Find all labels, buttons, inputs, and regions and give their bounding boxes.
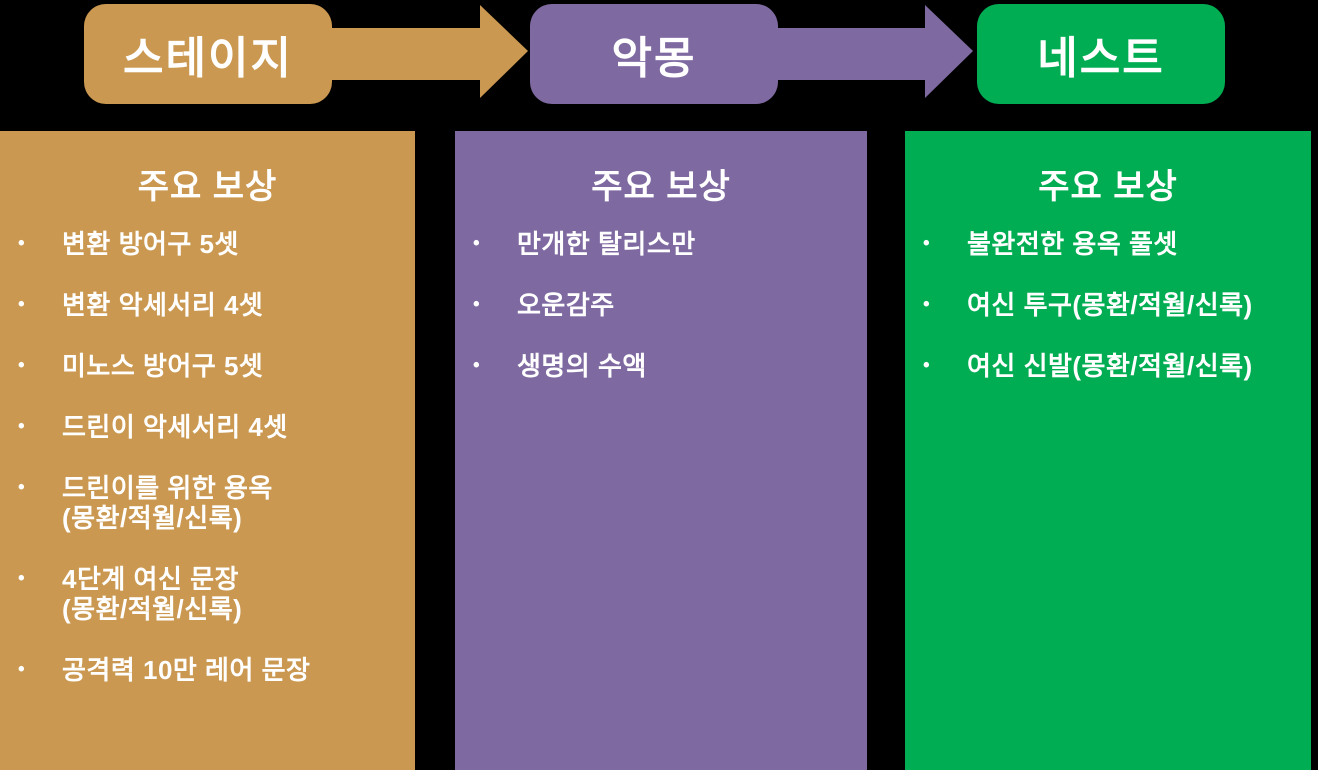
reward-item-text: 드린이 악세서리 4셋 (62, 412, 288, 442)
reward-item: • 공격력 10만 레어 문장 (14, 655, 411, 685)
reward-item: • 여신 신발(몽환/적월/신록) (919, 351, 1307, 381)
reward-item: • 오운감주 (469, 290, 863, 320)
bullet-icon: • (923, 294, 931, 315)
bullet-icon: • (473, 355, 481, 376)
nightmare-header-box: 악몽 (530, 4, 778, 104)
reward-item: • 미노스 방어구 5셋 (14, 351, 411, 381)
reward-item: • 드린이를 위한 용옥 (몽환/적월/신록) (14, 473, 411, 533)
bullet-icon: • (18, 659, 26, 680)
reward-item-text: 미노스 방어구 5셋 (62, 351, 264, 381)
bullet-icon: • (923, 233, 931, 254)
nest-rewards-panel: 주요 보상 • 불완전한 용옥 풀셋 • 여신 투구(몽환/적월/신록) • 여… (905, 131, 1311, 770)
reward-item-text: 변환 악세서리 4셋 (62, 290, 264, 320)
reward-item-text: 불완전한 용옥 풀셋 (967, 229, 1178, 259)
nest-rewards-title: 주요 보상 (1038, 168, 1178, 206)
reward-item-text: 공격력 10만 레어 문장 (62, 655, 311, 685)
nest-header-label: 네스트 (1037, 34, 1165, 83)
reward-item-text: 여신 신발(몽환/적월/신록) (967, 351, 1253, 381)
bullet-icon: • (18, 294, 26, 315)
reward-item-text: 생명의 수액 (517, 351, 647, 381)
bullet-icon: • (473, 294, 481, 315)
bullet-icon: • (18, 233, 26, 254)
reward-item-text: 변환 방어구 5셋 (62, 229, 239, 259)
bullet-icon: • (923, 355, 931, 376)
reward-item-text: 여신 투구(몽환/적월/신록) (967, 290, 1253, 320)
reward-item-text: 드린이를 위한 용옥 (몽환/적월/신록) (62, 473, 273, 533)
bullet-icon: • (18, 568, 26, 589)
reward-item: • 변환 방어구 5셋 (14, 229, 411, 259)
nightmare-rewards-title: 주요 보상 (591, 168, 731, 206)
bullet-icon: • (18, 355, 26, 376)
reward-item-text: 오운감주 (517, 290, 615, 320)
reward-item: • 4단계 여신 문장 (몽환/적월/신록) (14, 564, 411, 624)
arrow-stage-to-nightmare-head-icon (480, 5, 528, 98)
nightmare-rewards-panel: 주요 보상 • 만개한 탈리스만 • 오운감주 • 생명의 수액 (455, 131, 867, 770)
stage-rewards-title: 주요 보상 (137, 168, 278, 206)
nightmare-rewards-list: • 만개한 탈리스만 • 오운감주 • 생명의 수액 (455, 229, 867, 381)
nest-header-box: 네스트 (977, 4, 1225, 104)
bullet-icon: • (18, 477, 26, 498)
reward-item: • 생명의 수액 (469, 351, 863, 381)
reward-item: • 만개한 탈리스만 (469, 229, 863, 259)
stage-header-box: 스테이지 (84, 4, 332, 104)
reward-item-text: 4단계 여신 문장 (몽환/적월/신록) (62, 564, 243, 624)
arrow-nightmare-to-nest-head-icon (925, 5, 973, 98)
reward-item: • 변환 악세서리 4셋 (14, 290, 411, 320)
reward-item: • 드린이 악세서리 4셋 (14, 412, 411, 442)
nest-rewards-list: • 불완전한 용옥 풀셋 • 여신 투구(몽환/적월/신록) • 여신 신발(몽… (905, 229, 1311, 381)
bullet-icon: • (473, 233, 481, 254)
nightmare-header-label: 악몽 (611, 34, 697, 83)
stage-rewards-list: • 변환 방어구 5셋 • 변환 악세서리 4셋 • 미노스 방어구 5셋 • … (0, 229, 415, 685)
reward-item-text: 만개한 탈리스만 (517, 229, 696, 259)
reward-item: • 불완전한 용옥 풀셋 (919, 229, 1307, 259)
stage-header-label: 스테이지 (123, 34, 293, 83)
bullet-icon: • (18, 416, 26, 437)
arrow-stage-to-nightmare-tail (332, 28, 480, 80)
arrow-nightmare-to-nest-tail (778, 28, 925, 80)
reward-item: • 여신 투구(몽환/적월/신록) (919, 290, 1307, 320)
stage-rewards-panel: 주요 보상 • 변환 방어구 5셋 • 변환 악세서리 4셋 • 미노스 방어구… (0, 131, 415, 770)
